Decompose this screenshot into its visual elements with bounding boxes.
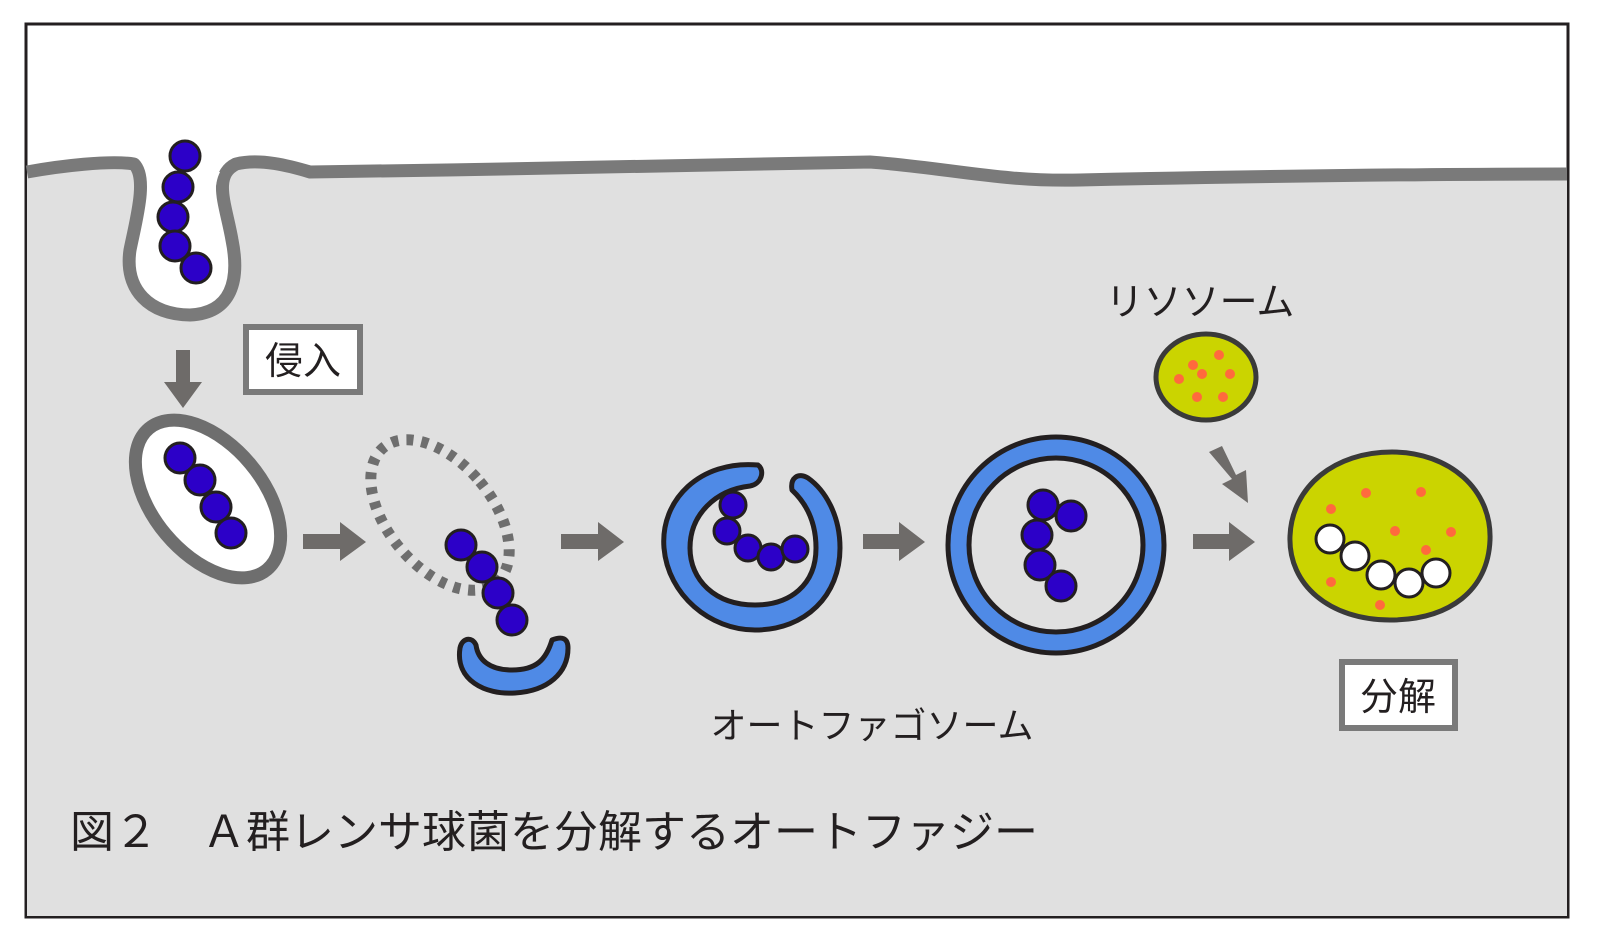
fusion-arrow [1209,446,1248,503]
lysosome-label: リソソーム [1106,280,1295,324]
bacteria-chain-captured [712,490,810,572]
figure-caption: 図２ Ａ群レンサ球菌を分解するオートファジー [70,807,1038,858]
arrow-4 [1193,522,1255,561]
autolysosome-enzymes [1326,487,1456,610]
bacteria-chain-degraded [1314,523,1452,599]
cell-membrane [25,155,1568,322]
degradation-label: 分解 [1360,675,1436,719]
bacteria-chain-endosome [163,441,248,550]
lysosome-enzymes [1174,350,1235,402]
arrow-3 [863,522,925,561]
invasion-label: 侵入 [265,339,341,383]
bacteria-chain-escaping [444,528,529,637]
isolation-membrane [457,635,571,696]
forming-autophagosome [661,462,843,633]
invasion-label-box [243,324,363,395]
bacteria-chain-enclosed [1020,488,1088,603]
arrow-1 [303,522,366,561]
bacteria-chain-entering [156,139,213,285]
arrow-2 [561,522,624,561]
down-arrow [164,350,202,408]
autophagosome-inner [966,455,1146,635]
degradation-label-box [1339,659,1458,731]
autophagosome-label: オートファゴソーム [711,706,1034,747]
